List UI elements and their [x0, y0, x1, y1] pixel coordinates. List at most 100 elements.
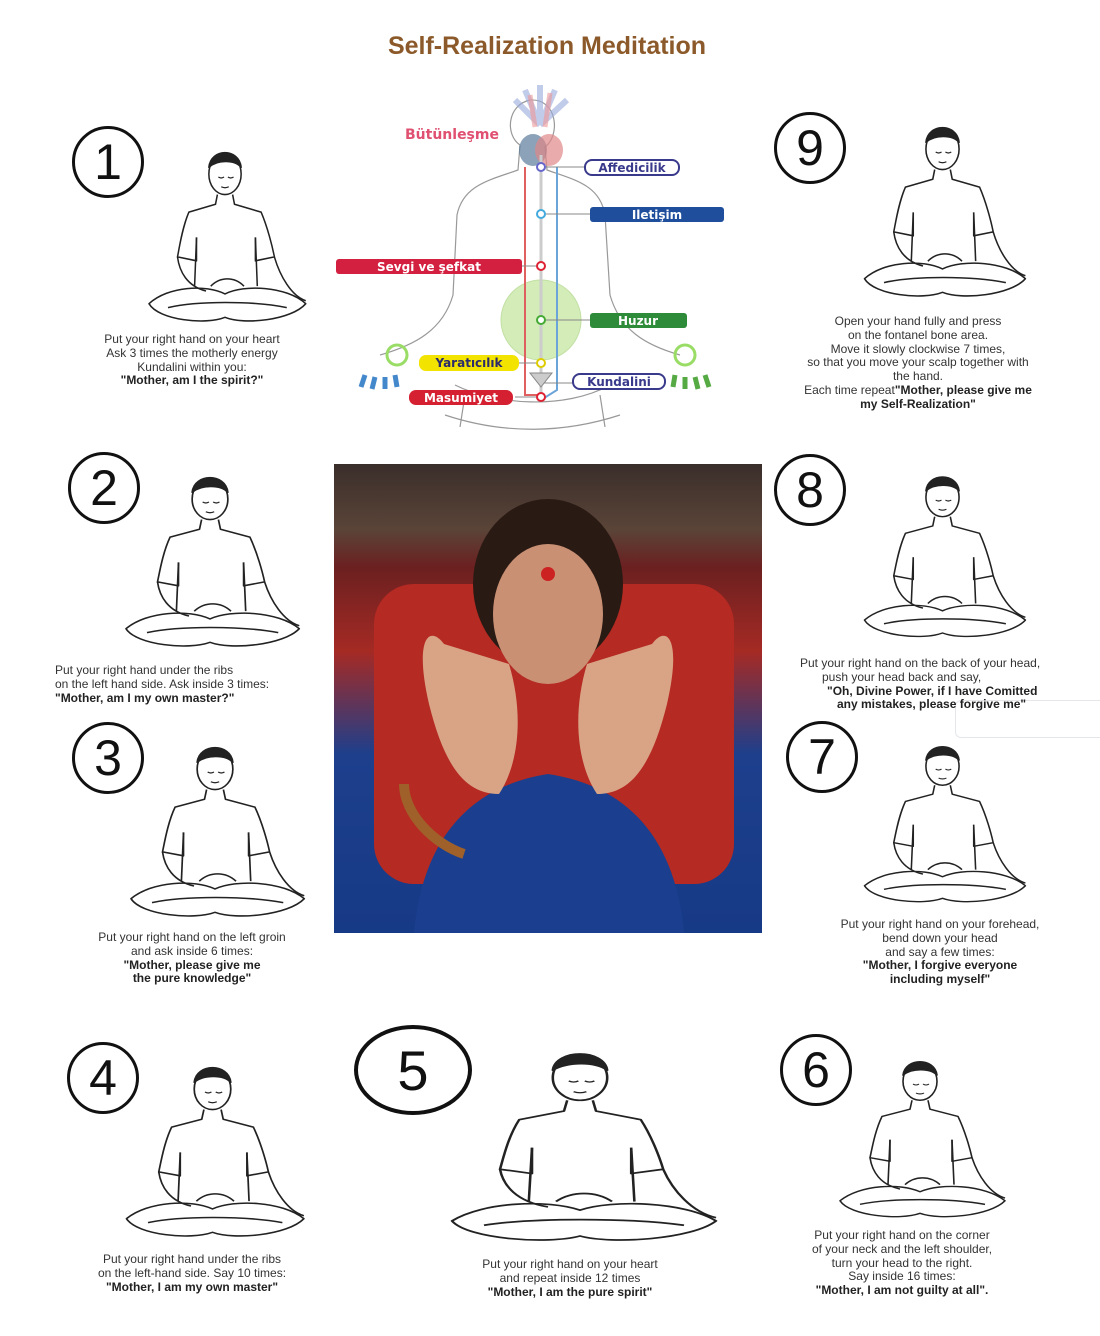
caption-line: of your neck and the left shoulder, [802, 1241, 1002, 1257]
label-masumiyet: Masumiyet [424, 391, 498, 405]
caption-line: and ask inside 6 times: [92, 943, 292, 959]
step-number-1: 1 [72, 126, 144, 198]
caption-line: "Mother, I am not guilty at all". [802, 1283, 1002, 1298]
caption-line: "Oh, Divine Power, if I have Comitted [800, 684, 1050, 699]
step-number-8: 8 [774, 454, 846, 526]
caption-text: of your neck and the left shoulder, [811, 1241, 993, 1256]
figure-step-1 [148, 152, 307, 322]
caption-line: "Mother, am I the spirit?" [92, 373, 292, 388]
caption-text: Each time repeat [804, 382, 895, 397]
caption-line: on the fontanel bone area. [798, 327, 1038, 343]
caption-step-8: Put your right hand on the back of your … [800, 656, 1050, 712]
caption-text: Kundalini within you: [137, 359, 247, 374]
caption-line: Ask 3 times the motherly energy [92, 345, 292, 361]
caption-line: Put your right hand on the left groin [92, 930, 292, 945]
label-affedicilik: Affedicilik [598, 161, 666, 175]
shri-mataji-photo [334, 464, 762, 933]
caption-text: Put your right hand on your heart [482, 1257, 658, 1271]
caption-text: Put your right hand under the ribs [55, 663, 234, 677]
caption-mantra: my Self-Realization" [860, 396, 976, 411]
caption-line: on the left hand side. Ask inside 3 time… [55, 677, 295, 692]
caption-line: Put your right hand on your heart [470, 1257, 670, 1272]
figure-step-4 [125, 1067, 305, 1237]
caption-text: turn your head to the right. [831, 1255, 973, 1270]
caption-text: Put your right hand on your forehead, [840, 917, 1040, 931]
figure-step-2 [125, 477, 301, 647]
caption-mantra: "Mother, am I my own master?" [55, 690, 235, 705]
caption-text: Open your hand fully and press [834, 314, 1002, 328]
caption-text: Put your right hand under the ribs [102, 1252, 282, 1266]
label-iletisim: Iletişim [632, 208, 682, 222]
page-title: Self-Realization Meditation [387, 32, 707, 60]
caption-line: Put your right hand on your heart [92, 332, 292, 347]
caption-text: push your head back and say, [822, 669, 982, 684]
caption-text: on the fontanel bone area. [847, 327, 989, 342]
caption-text: Put your right hand on the back of your … [800, 656, 1041, 670]
caption-line: Put your right hand on the back of your … [800, 656, 1050, 671]
crown-rays-icon [512, 85, 570, 166]
caption-line: so that you move your scalp together wit… [798, 355, 1038, 370]
caption-mantra: "Mother, please give me [123, 957, 261, 972]
caption-line: "Mother, please give me [92, 957, 292, 973]
figure-step-8 [863, 476, 1027, 638]
caption-text: Ask 3 times the motherly energy [106, 345, 278, 360]
caption-mantra: "Mother, I am not guilty at all". [815, 1283, 989, 1298]
caption-line: Open your hand fully and press [798, 314, 1038, 329]
faded-popup [955, 700, 1100, 738]
caption-line: Each time repeat"Mother, please give me [798, 382, 1038, 398]
caption-line: "Mother, am I my own master?" [55, 690, 295, 706]
caption-line: "Mother, I am the pure spirit" [470, 1284, 670, 1300]
step-number-4: 4 [67, 1042, 139, 1114]
caption-line: "Mother, I am my own master" [92, 1279, 292, 1295]
caption-text: Put your right hand on the left groin [98, 930, 286, 944]
label-sevgi: Sevgi ve şefkat [377, 260, 481, 274]
caption-line: the pure knowledge" [92, 971, 292, 986]
caption-line: push your head back and say, [800, 669, 1050, 685]
caption-text: the hand. [892, 369, 944, 384]
caption-line: "Mother, I forgive everyone [830, 958, 1050, 973]
caption-text: Say inside 16 times: [848, 1269, 956, 1284]
caption-text: and repeat inside 12 times [499, 1270, 641, 1285]
step-number-5: 5 [354, 1025, 472, 1115]
caption-line: Put your right hand under the ribs [55, 663, 295, 678]
caption-text: so that you move your scalp together wit… [807, 355, 1029, 370]
left-hand-icon [358, 343, 409, 390]
caption-mantra: "Mother, I forgive everyone [862, 958, 1018, 973]
caption-text: bend down your head [882, 930, 998, 945]
caption-text: on the left-hand side. Say 10 times: [97, 1265, 287, 1280]
caption-line: including myself" [830, 972, 1050, 987]
caption-text: and ask inside 6 times: [130, 943, 254, 958]
figure-step-5 [450, 1053, 718, 1241]
caption-mantra: "Mother, am I the spirit?" [120, 373, 264, 388]
caption-text: Put your right hand on your heart [104, 332, 280, 346]
caption-mantra: any mistakes, please forgive me" [837, 697, 1027, 712]
caption-line: my Self-Realization" [798, 396, 1038, 412]
caption-line: Kundalini within you: [92, 359, 292, 375]
step-number-9: 9 [774, 112, 846, 184]
caption-text: and say a few times: [885, 944, 995, 959]
chakra-diagram: Bütünleşme Affedicilik Iletişim Sevgi ve… [336, 85, 724, 430]
step-number-3: 3 [72, 722, 144, 794]
caption-text: Put your right hand on the corner [814, 1228, 990, 1242]
right-hand-icon [670, 343, 712, 390]
caption-line: Put your right hand on the corner [802, 1228, 1002, 1243]
caption-line: the hand. [798, 369, 1038, 384]
label-yaraticilik: Yaratıcılık [435, 356, 504, 370]
caption-line: Put your right hand under the ribs [92, 1252, 292, 1267]
caption-mantra: "Mother, I am my own master" [105, 1279, 279, 1294]
caption-line: turn your head to the right. [802, 1255, 1002, 1271]
caption-line: and repeat inside 12 times [470, 1270, 670, 1286]
step-number-2: 2 [68, 452, 140, 524]
caption-line: on the left-hand side. Say 10 times: [92, 1265, 292, 1281]
caption-line: bend down your head [830, 930, 1050, 946]
caption-mantra: "Mother, I am the pure spirit" [487, 1284, 653, 1299]
caption-line: and say a few times: [830, 944, 1050, 960]
label-huzur: Huzur [618, 314, 658, 328]
